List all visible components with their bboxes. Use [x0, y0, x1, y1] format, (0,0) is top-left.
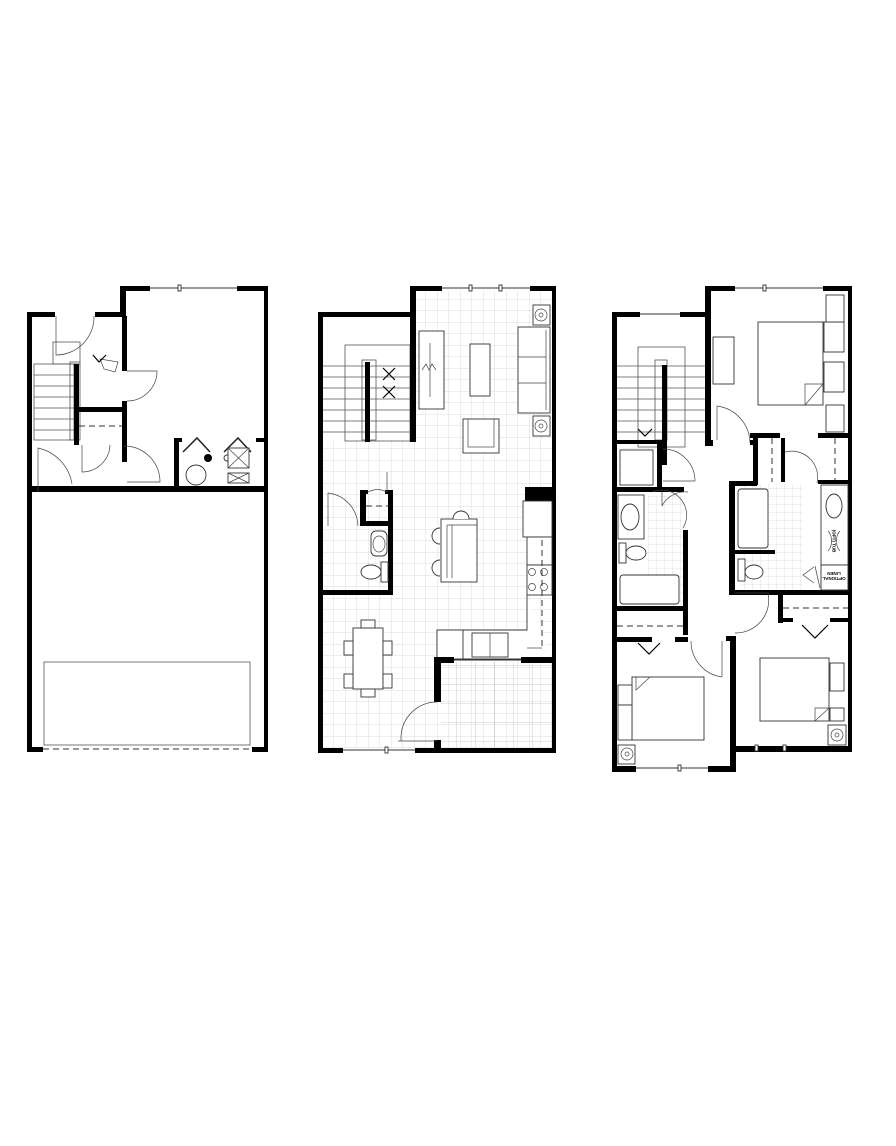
bathtub-icon [737, 488, 769, 549]
sofa [517, 326, 551, 414]
upper-floor-plan: (OPT) TUB OPTIONAL LINEN [612, 284, 852, 772]
tv-console [418, 330, 445, 410]
refrigerator [522, 500, 553, 538]
lamp-icon [827, 724, 847, 746]
range-icon [526, 564, 553, 596]
stairs [33, 341, 81, 441]
stairs [617, 346, 705, 448]
dining-table [352, 627, 384, 690]
lamp-icon [532, 415, 551, 437]
garage-car-space [43, 661, 251, 746]
ground-floor-plan [27, 284, 268, 752]
sink-icon [620, 503, 640, 531]
main-floor-plan [318, 284, 556, 754]
bed [759, 657, 830, 722]
armchair [462, 418, 500, 454]
washer-dryer [619, 449, 654, 486]
optional-linen [820, 564, 849, 591]
entry-door-swing [55, 315, 95, 356]
toilet-icon [360, 564, 382, 580]
toilet-icon [625, 545, 647, 561]
sink-icon [825, 493, 843, 519]
coffee-table [469, 343, 491, 397]
lamp-icon [532, 304, 551, 326]
optional-linen-label-2: LINEN [827, 571, 841, 576]
toilet-icon [744, 564, 764, 580]
bathtub-icon [619, 574, 680, 605]
closet-door-swing [126, 370, 158, 402]
bed [631, 676, 705, 741]
optional-tub-label: (OPT) TUB [832, 530, 837, 553]
valve-icon [204, 454, 212, 462]
dresser [712, 336, 735, 385]
bed [757, 321, 824, 406]
patio [441, 662, 552, 748]
optional-linen-label: OPTIONAL [822, 576, 846, 581]
kitchen-island [440, 518, 478, 583]
water-heater-icon [185, 464, 207, 486]
